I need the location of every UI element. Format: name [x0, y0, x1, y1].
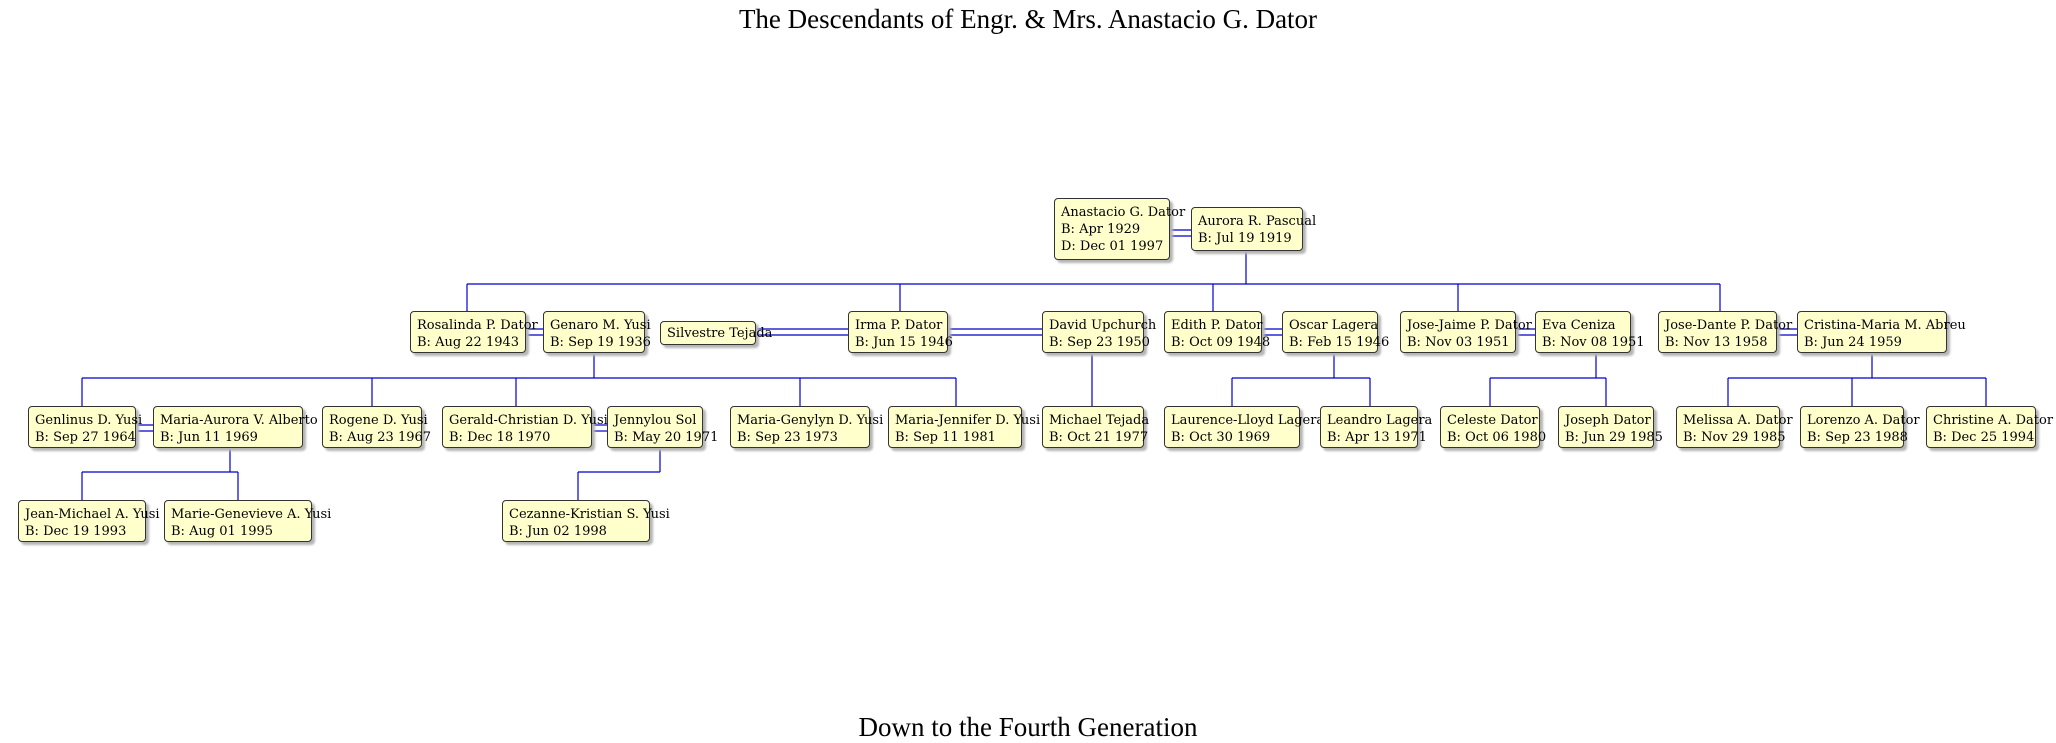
person-born: B: Nov 29 1985 [1683, 430, 1786, 445]
person-name: Silvestre Tejada [667, 326, 773, 341]
person-born: B: Sep 23 1973 [737, 430, 838, 445]
person-name: Marie-Genevieve A. Yusi [171, 507, 332, 522]
person-jose-dante-dator[interactable]: Jose-Dante P. Dator B: Nov 13 1958 [1658, 311, 1793, 353]
person-name: Celeste Dator [1447, 413, 1538, 428]
person-name: Michael Tejada [1049, 413, 1150, 428]
person-died: D: Dec 01 1997 [1061, 239, 1164, 254]
person-name: Jose-Jaime P. Dator [1407, 318, 1532, 333]
person-name: Lorenzo A. Dator [1807, 413, 1920, 428]
person-born: B: Dec 19 1993 [25, 524, 127, 539]
person-genlinus-yusi[interactable]: Genlinus D. Yusi B: Sep 27 1964 [28, 406, 143, 448]
person-born: B: Jun 02 1998 [509, 524, 607, 539]
person-born: B: Oct 30 1969 [1171, 430, 1271, 445]
person-genaro-yusi[interactable]: Genaro M. Yusi B: Sep 19 1936 [543, 311, 651, 353]
person-born: B: Apr 1929 [1061, 222, 1141, 237]
person-name: Cezanne-Kristian S. Yusi [509, 507, 670, 522]
person-name: Jean-Michael A. Yusi [25, 507, 160, 522]
person-lorenzo-dator[interactable]: Lorenzo A. Dator B: Sep 23 1988 [1800, 406, 1920, 448]
person-born: B: Jun 29 1985 [1565, 430, 1663, 445]
person-born: B: Dec 18 1970 [449, 430, 551, 445]
person-jean-michael-yusi[interactable]: Jean-Michael A. Yusi B: Dec 19 1993 [18, 500, 160, 542]
person-name: Maria-Genylyn D. Yusi [737, 413, 884, 428]
person-oscar-lagera[interactable]: Oscar Lagera B: Feb 15 1946 [1282, 311, 1390, 353]
person-anastacio-dator[interactable]: Anastacio G. Dator B: Apr 1929 D: Dec 01… [1054, 198, 1186, 260]
person-eva-ceniza[interactable]: Eva Ceniza B: Nov 08 1951 [1535, 311, 1645, 353]
person-name: Christine A. Dator [1933, 413, 2054, 428]
person-leandro-lagera[interactable]: Leandro Lagera B: Apr 13 1971 [1320, 406, 1433, 448]
person-born: B: Sep 11 1981 [895, 430, 996, 445]
person-born: B: Jul 19 1919 [1198, 231, 1292, 246]
person-rosalinda-dator[interactable]: Rosalinda P. Dator B: Aug 22 1943 [410, 311, 538, 353]
person-born: B: Aug 22 1943 [417, 335, 520, 350]
person-name: Leandro Lagera [1327, 413, 1433, 428]
person-silvestre-tejada[interactable]: Silvestre Tejada [660, 321, 773, 345]
person-name: Oscar Lagera [1289, 318, 1379, 333]
person-name: Rosalinda P. Dator [417, 318, 538, 333]
person-aurora-pascual[interactable]: Aurora R. Pascual B: Jul 19 1919 [1191, 207, 1317, 251]
person-cristina-maria-abreu[interactable]: Cristina-Maria M. Abreu B: Jun 24 1959 [1797, 311, 1966, 353]
person-born: B: Sep 23 1950 [1049, 335, 1150, 350]
person-name: Gerald-Christian D. Yusi [449, 413, 608, 428]
person-name: Rogene D. Yusi [329, 413, 428, 428]
person-michael-tejada[interactable]: Michael Tejada B: Oct 21 1977 [1042, 406, 1150, 448]
person-born: B: Aug 23 1967 [329, 430, 432, 445]
person-born: B: Nov 08 1951 [1542, 335, 1645, 350]
person-name: Maria-Jennifer D. Yusi [895, 413, 1041, 428]
person-born: B: Feb 15 1946 [1289, 335, 1390, 350]
person-born: B: Sep 27 1964 [35, 430, 136, 445]
page-subtitle: Down to the Fourth Generation [858, 712, 1198, 742]
page-title: The Descendants of Engr. & Mrs. Anastaci… [738, 4, 1318, 34]
person-born: B: Sep 19 1936 [550, 335, 651, 350]
person-irma-dator[interactable]: Irma P. Dator B: Jun 15 1946 [848, 311, 953, 353]
person-name: Laurence-Lloyd Lagera [1171, 413, 1325, 428]
person-born: B: Apr 13 1971 [1327, 430, 1427, 445]
person-name: Aurora R. Pascual [1198, 214, 1317, 229]
person-name: David Upchurch [1049, 318, 1157, 333]
person-laurence-lloyd-lagera[interactable]: Laurence-Lloyd Lagera B: Oct 30 1969 [1164, 406, 1325, 448]
person-name: Cristina-Maria M. Abreu [1804, 318, 1966, 333]
person-jennylou-sol[interactable]: Jennylou Sol B: May 20 1971 [607, 406, 719, 448]
person-born: B: Oct 21 1977 [1049, 430, 1149, 445]
person-born: B: Nov 03 1951 [1407, 335, 1510, 350]
person-edith-dator[interactable]: Edith P. Dator B: Oct 09 1948 [1164, 311, 1271, 353]
person-born: B: Nov 13 1958 [1665, 335, 1768, 350]
person-maria-aurora-alberto[interactable]: Maria-Aurora V. Alberto B: Jun 11 1969 [153, 406, 318, 448]
person-marie-genevieve-yusi[interactable]: Marie-Genevieve A. Yusi B: Aug 01 1995 [164, 500, 332, 542]
person-celeste-dator[interactable]: Celeste Dator B: Oct 06 1980 [1440, 406, 1547, 448]
person-name: Irma P. Dator [855, 318, 943, 333]
person-born: B: May 20 1971 [614, 430, 719, 445]
person-name: Maria-Aurora V. Alberto [160, 413, 318, 428]
person-name: Anastacio G. Dator [1061, 205, 1186, 220]
person-born: B: Oct 09 1948 [1171, 335, 1271, 350]
person-cezanne-kristian-yusi[interactable]: Cezanne-Kristian S. Yusi B: Jun 02 1998 [502, 500, 670, 542]
person-joseph-dator[interactable]: Joseph Dator B: Jun 29 1985 [1558, 406, 1663, 448]
person-rogene-yusi[interactable]: Rogene D. Yusi B: Aug 23 1967 [322, 406, 432, 448]
person-name: Genaro M. Yusi [550, 318, 651, 333]
person-christine-dator[interactable]: Christine A. Dator B: Dec 25 1994 [1926, 406, 2054, 448]
person-jose-jaime-dator[interactable]: Jose-Jaime P. Dator B: Nov 03 1951 [1400, 311, 1532, 353]
person-born: B: Jun 15 1946 [855, 335, 953, 350]
person-gerald-christian-yusi[interactable]: Gerald-Christian D. Yusi B: Dec 18 1970 [442, 406, 608, 448]
person-born: B: Oct 06 1980 [1447, 430, 1547, 445]
person-born: B: Jun 11 1969 [160, 430, 258, 445]
person-born: B: Aug 01 1995 [171, 524, 274, 539]
person-name: Melissa A. Dator [1683, 413, 1793, 428]
person-david-upchurch[interactable]: David Upchurch B: Sep 23 1950 [1042, 311, 1157, 353]
person-born: B: Sep 23 1988 [1807, 430, 1908, 445]
person-born: B: Dec 25 1994 [1933, 430, 2035, 445]
person-name: Genlinus D. Yusi [35, 413, 143, 428]
person-born: B: Jun 24 1959 [1804, 335, 1902, 350]
person-name: Joseph Dator [1565, 413, 1651, 428]
person-name: Edith P. Dator [1171, 318, 1263, 333]
person-maria-jennifer-yusi[interactable]: Maria-Jennifer D. Yusi B: Sep 11 1981 [888, 406, 1041, 448]
person-maria-genylyn-yusi[interactable]: Maria-Genylyn D. Yusi B: Sep 23 1973 [730, 406, 884, 448]
person-melissa-dator[interactable]: Melissa A. Dator B: Nov 29 1985 [1676, 406, 1793, 448]
person-name: Jennylou Sol [614, 413, 697, 428]
person-name: Jose-Dante P. Dator [1665, 318, 1793, 333]
person-name: Eva Ceniza [1542, 318, 1616, 333]
